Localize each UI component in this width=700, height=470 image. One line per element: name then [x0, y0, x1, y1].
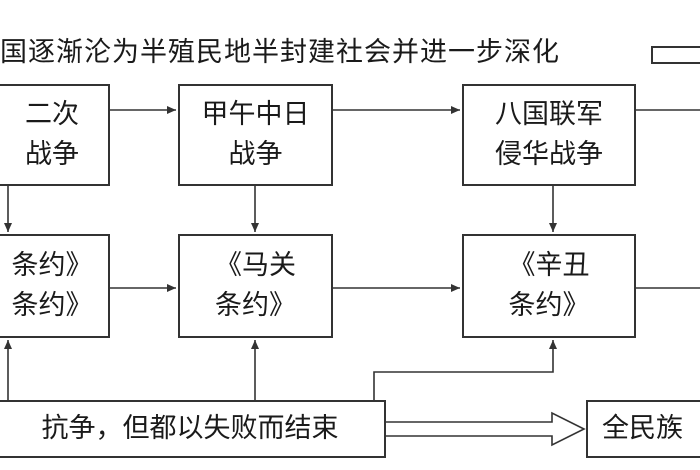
- box-maguan-treaty-line2: 条约》: [215, 290, 296, 321]
- box-eight-nation-war: 八国联军 侵华战争: [462, 84, 636, 186]
- box-xinchou-treaty-line1: 《辛丑: [508, 250, 590, 281]
- hollow-arrow-to-whole-nation: [386, 411, 586, 447]
- box-resistance-text: 抗争，但都以失败而结束: [41, 413, 339, 444]
- box-xinchou-treaty: 《辛丑 条约》: [462, 234, 636, 338]
- hollow-arrow-icon: [651, 46, 700, 64]
- box-resistance: 抗争，但都以失败而结束: [0, 400, 386, 458]
- box-second-opium-war: 二次 战争: [0, 84, 110, 186]
- diagram-title: 国逐渐沦为半殖民地半封建社会并进一步深化: [0, 37, 560, 68]
- box-jiawu-war: 甲午中日 战争: [178, 84, 333, 186]
- box-whole-nation: 全民族: [586, 400, 700, 458]
- box-eight-nation-war-line1: 八国联军: [495, 99, 603, 130]
- box-left-treaties: 条约》 条约》: [0, 234, 110, 338]
- box-xinchou-treaty-line2: 条约》: [508, 290, 590, 321]
- box-left-treaties-line1: 条约》: [11, 250, 93, 281]
- box-maguan-treaty: 《马关 条约》: [178, 234, 333, 338]
- box-second-opium-war-line1: 二次: [25, 99, 79, 130]
- box-whole-nation-text: 全民族: [602, 413, 683, 444]
- box-maguan-treaty-line1: 《马关: [215, 250, 296, 281]
- box-eight-nation-war-line2: 侵华战争: [495, 139, 603, 170]
- box-jiawu-war-line1: 甲午中日: [201, 99, 310, 130]
- box-second-opium-war-line2: 战争: [25, 139, 79, 170]
- box-jiawu-war-line2: 战争: [228, 139, 283, 170]
- arrow-resist-to-xinchou: [373, 340, 557, 400]
- box-left-treaties-line2: 条约》: [11, 290, 93, 321]
